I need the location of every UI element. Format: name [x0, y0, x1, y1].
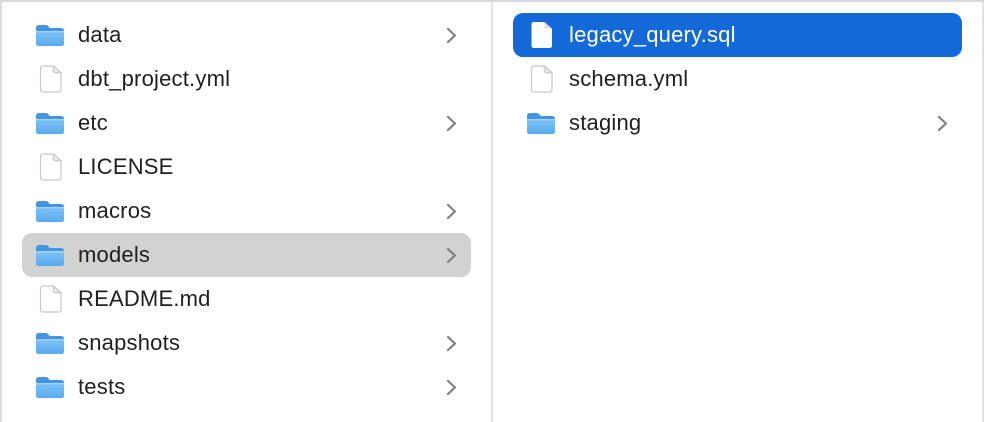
- list-item-legacy-query-sql[interactable]: legacy_query.sql: [513, 13, 962, 57]
- file-icon: [34, 64, 66, 94]
- list-item-readme-md[interactable]: README.md: [22, 277, 471, 321]
- item-label: README.md: [78, 286, 211, 311]
- column-divider[interactable]: [982, 2, 984, 422]
- list-item-data[interactable]: data: [22, 13, 471, 57]
- file-list: data dbt_project.yml etc LICENSE: [2, 13, 491, 409]
- column-divider[interactable]: [491, 2, 493, 422]
- list-item-snapshots[interactable]: snapshots: [22, 321, 471, 365]
- chevron-right-icon: [446, 115, 459, 132]
- list-item-etc[interactable]: etc: [22, 101, 471, 145]
- list-item-schema-yml[interactable]: schema.yml: [513, 57, 962, 101]
- chevron-right-icon: [937, 115, 950, 132]
- item-label: LICENSE: [78, 154, 174, 179]
- folder-icon: [34, 110, 66, 136]
- file-list: legacy_query.sql schema.yml staging: [493, 13, 982, 145]
- folder-icon: [34, 22, 66, 48]
- item-label: dbt_project.yml: [78, 66, 231, 91]
- list-item-tests[interactable]: tests: [22, 365, 471, 409]
- item-label: models: [78, 242, 151, 267]
- folder-icon: [34, 242, 66, 268]
- file-column-left[interactable]: data dbt_project.yml etc LICENSE: [2, 2, 491, 422]
- file-column-right[interactable]: legacy_query.sql schema.yml staging: [493, 2, 982, 422]
- item-label: staging: [569, 110, 642, 135]
- chevron-right-icon: [446, 379, 459, 396]
- folder-icon: [525, 110, 557, 136]
- item-label: macros: [78, 198, 152, 223]
- list-item-models[interactable]: models: [22, 233, 471, 277]
- item-label: etc: [78, 110, 108, 135]
- item-label: schema.yml: [569, 66, 689, 91]
- item-label: snapshots: [78, 330, 181, 355]
- file-icon: [525, 20, 557, 50]
- item-label: data: [78, 22, 122, 47]
- list-item-staging[interactable]: staging: [513, 101, 962, 145]
- list-item-license[interactable]: LICENSE: [22, 145, 471, 189]
- item-label: tests: [78, 374, 126, 399]
- file-icon: [34, 152, 66, 182]
- list-item-dbt-project-yml[interactable]: dbt_project.yml: [22, 57, 471, 101]
- list-item-macros[interactable]: macros: [22, 189, 471, 233]
- folder-icon: [34, 374, 66, 400]
- chevron-right-icon: [446, 27, 459, 44]
- chevron-right-icon: [446, 335, 459, 352]
- chevron-right-icon: [446, 203, 459, 220]
- folder-icon: [34, 330, 66, 356]
- item-label: legacy_query.sql: [569, 22, 736, 47]
- folder-icon: [34, 198, 66, 224]
- file-icon: [525, 64, 557, 94]
- chevron-right-icon: [446, 247, 459, 264]
- file-icon: [34, 284, 66, 314]
